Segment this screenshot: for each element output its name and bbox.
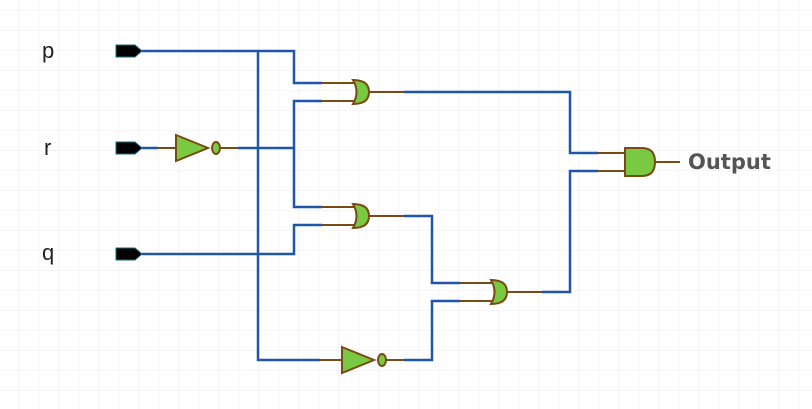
and-gate[interactable] (598, 147, 680, 177)
input-pin-q[interactable] (115, 247, 143, 261)
or-gate-3[interactable] (460, 278, 542, 306)
not-gate-2[interactable] (320, 345, 404, 375)
input-label-r: r (44, 135, 51, 160)
output-label: Output (688, 150, 771, 174)
wires (142, 49, 598, 362)
wire-p-to-not2 (256, 51, 320, 362)
wire-or2-to-or3 (404, 214, 460, 285)
wire-or1-to-and (404, 90, 598, 155)
input-label-p: p (42, 38, 54, 63)
input-label-q: q (42, 240, 54, 265)
or-gate-1[interactable] (322, 78, 404, 106)
wire-q-to-or2 (142, 223, 322, 256)
wire-or3-to-and (542, 169, 598, 294)
or-gate-2[interactable] (322, 202, 404, 230)
wire-not2-to-or3 (404, 299, 460, 362)
not-gate-1[interactable] (158, 133, 238, 163)
input-pin-r[interactable] (115, 141, 143, 155)
wire-p-to-or1 (142, 49, 322, 85)
input-pin-p[interactable] (115, 44, 143, 58)
wire-not1-bus (292, 99, 322, 209)
